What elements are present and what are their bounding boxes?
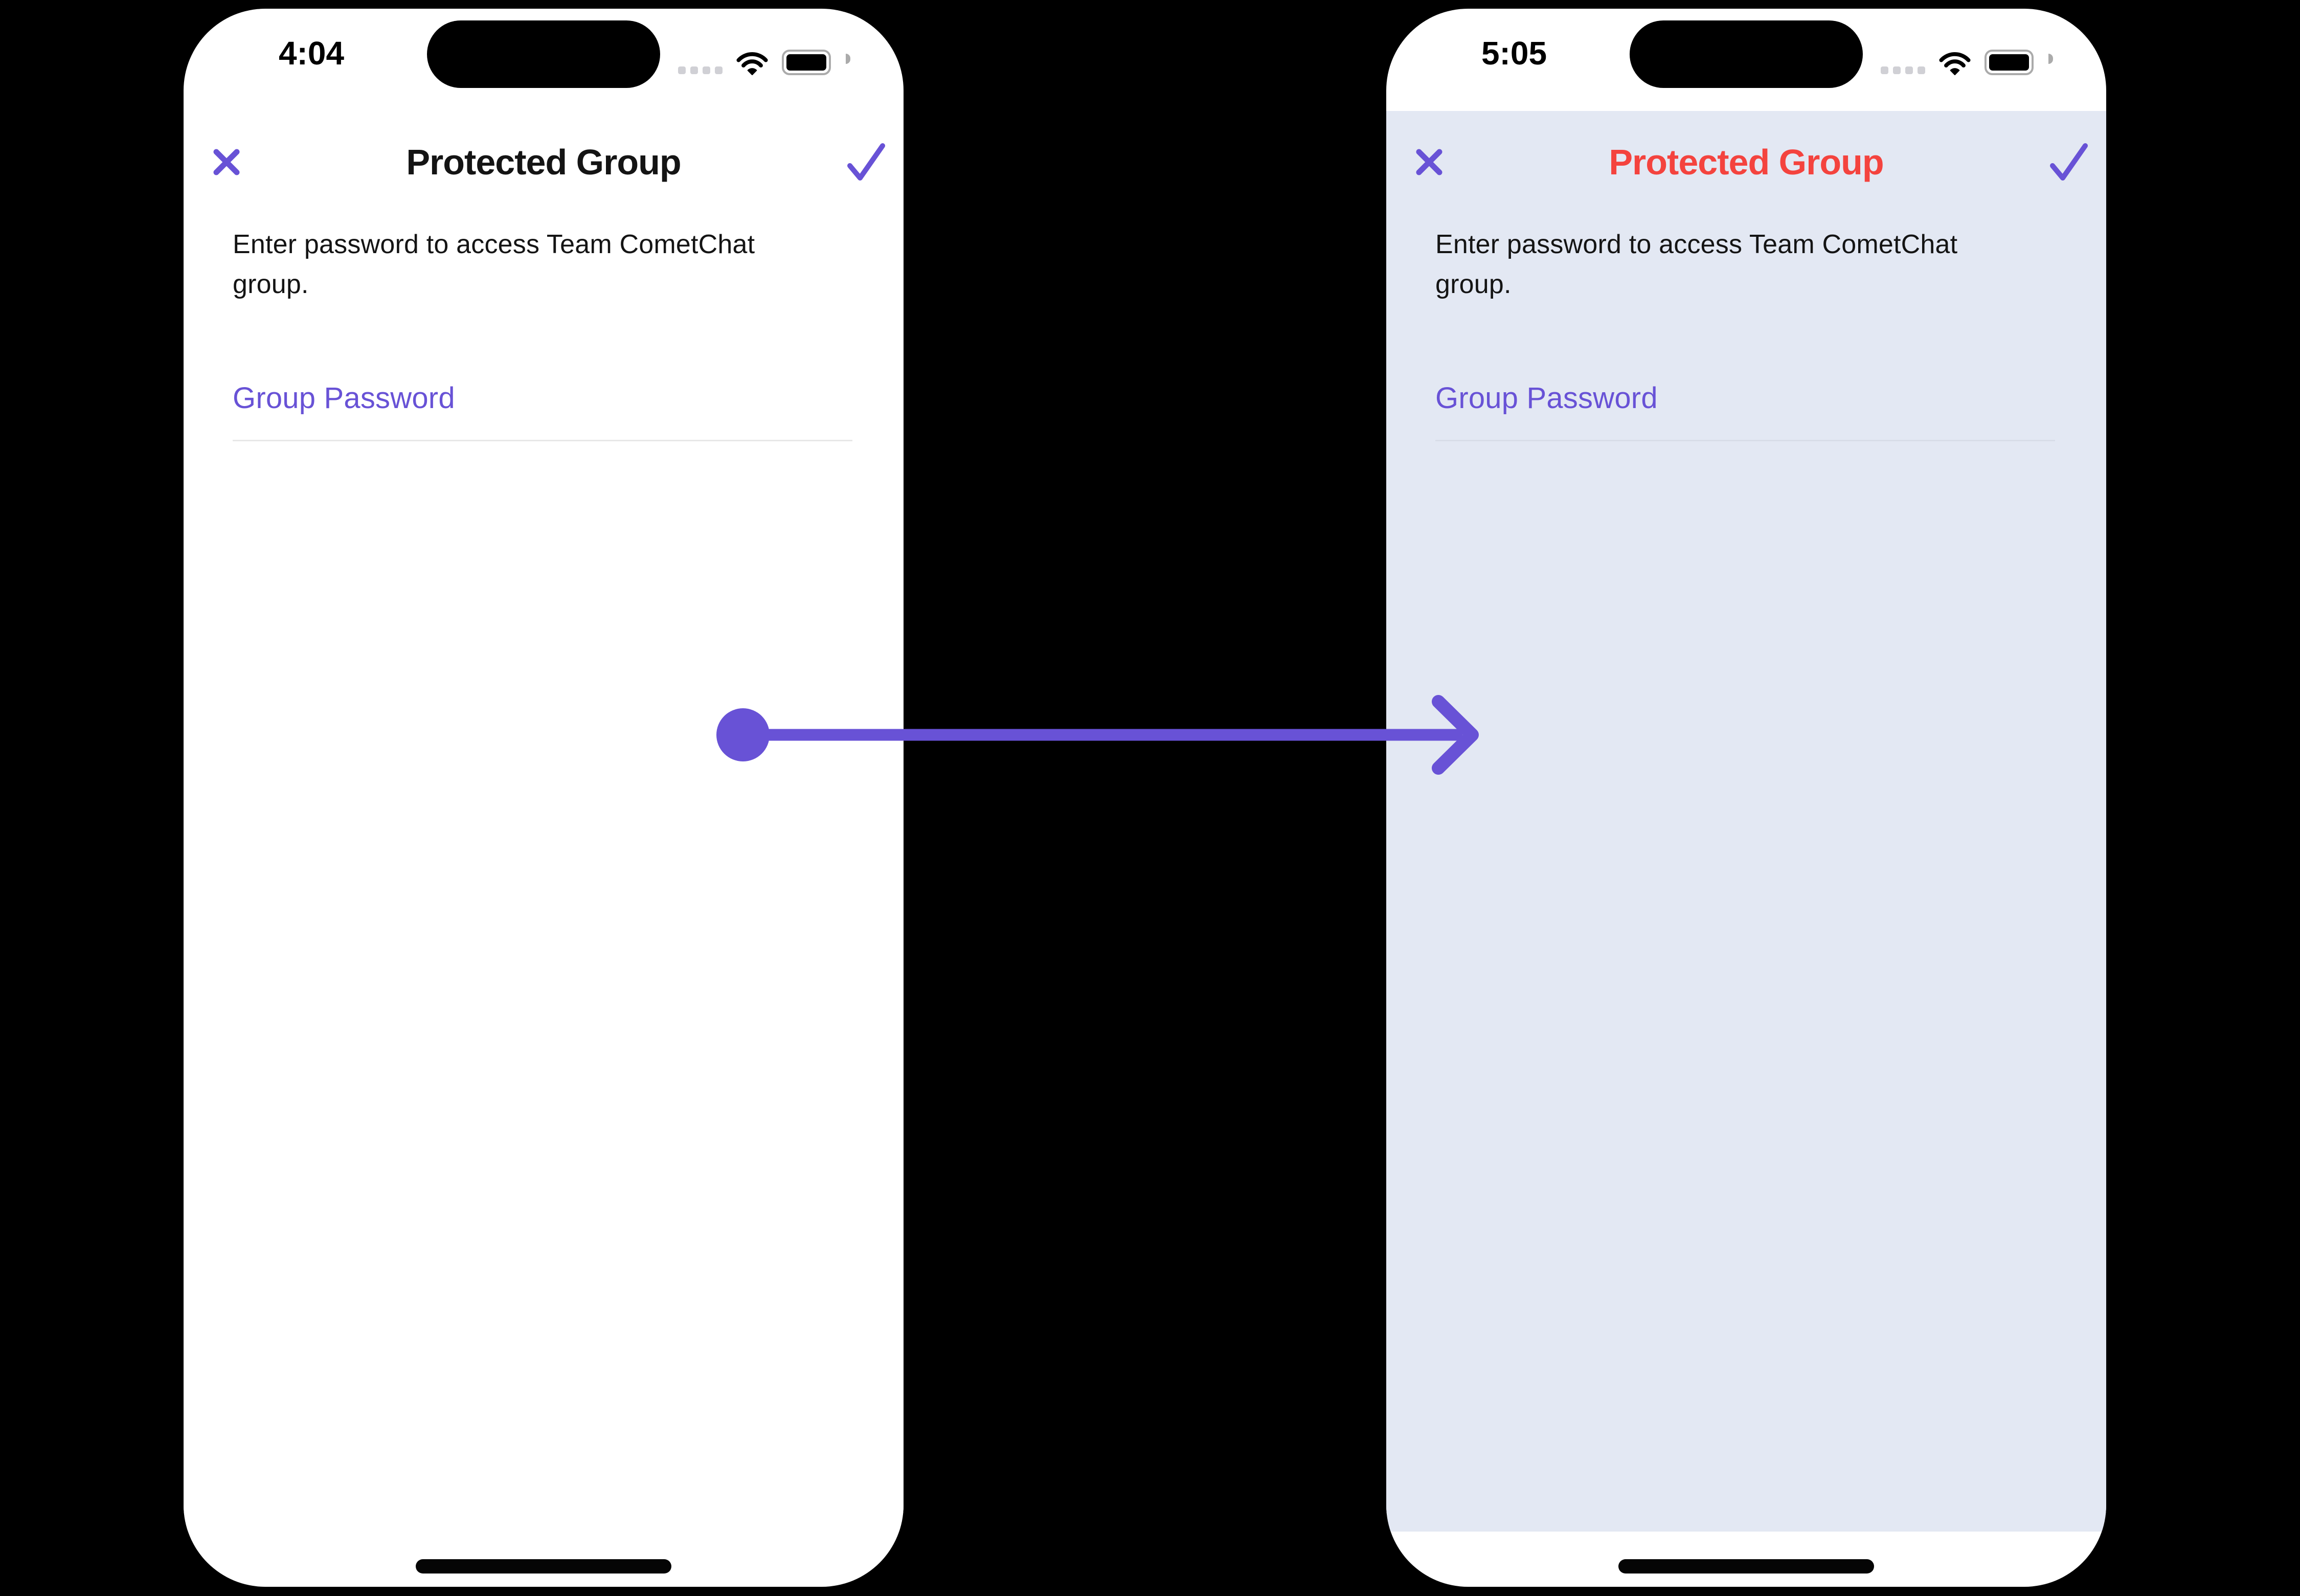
checkmark-icon <box>2050 143 2088 181</box>
description-text: Enter password to access Team CometChat … <box>233 230 755 299</box>
page-title: Protected Group <box>406 142 681 182</box>
home-indicator <box>1618 1559 1874 1573</box>
phone-mockup-after: 5:05 Protected Group Enter passwor <box>1386 9 2106 1587</box>
close-x-icon <box>213 149 240 175</box>
checkmark-icon <box>847 143 885 181</box>
nav-header: Protected Group <box>1386 126 2106 198</box>
page-title: Protected Group <box>1609 142 1884 182</box>
wifi-icon <box>736 52 768 75</box>
field-underline <box>1435 440 2055 441</box>
nav-header: Protected Group <box>184 126 904 198</box>
description-text: Enter password to access Team CometChat … <box>1435 230 1958 299</box>
status-time: 5:05 <box>1481 35 1547 72</box>
status-icons <box>1881 50 2053 75</box>
status-icons <box>678 50 850 75</box>
cellular-signal-icon <box>678 66 723 75</box>
dynamic-island <box>1630 20 1863 88</box>
confirm-button[interactable] <box>2049 141 2089 183</box>
phone-mockup-before: 4:04 Protected Group Enter passwor <box>184 9 904 1587</box>
battery-icon <box>1985 50 2034 75</box>
battery-nub <box>2048 53 2053 64</box>
group-password-input[interactable]: Group Password <box>233 377 852 443</box>
close-x-icon <box>1416 149 1442 175</box>
dynamic-island <box>427 20 660 88</box>
status-time: 4:04 <box>278 35 345 72</box>
field-underline <box>233 440 852 441</box>
group-password-placeholder: Group Password <box>1435 381 1658 415</box>
close-button[interactable] <box>1416 149 1442 175</box>
close-button[interactable] <box>213 149 240 175</box>
wifi-icon <box>1939 52 1971 75</box>
group-password-input[interactable]: Group Password <box>1435 377 2055 443</box>
group-password-placeholder: Group Password <box>233 381 455 415</box>
screen-content: Protected Group Enter password to access… <box>1386 111 2106 1532</box>
battery-icon <box>782 50 831 75</box>
confirm-button[interactable] <box>846 141 886 183</box>
screen-content: Protected Group Enter password to access… <box>184 111 904 1532</box>
home-indicator <box>416 1559 671 1573</box>
cellular-signal-icon <box>1881 66 1925 75</box>
battery-nub <box>846 53 850 64</box>
